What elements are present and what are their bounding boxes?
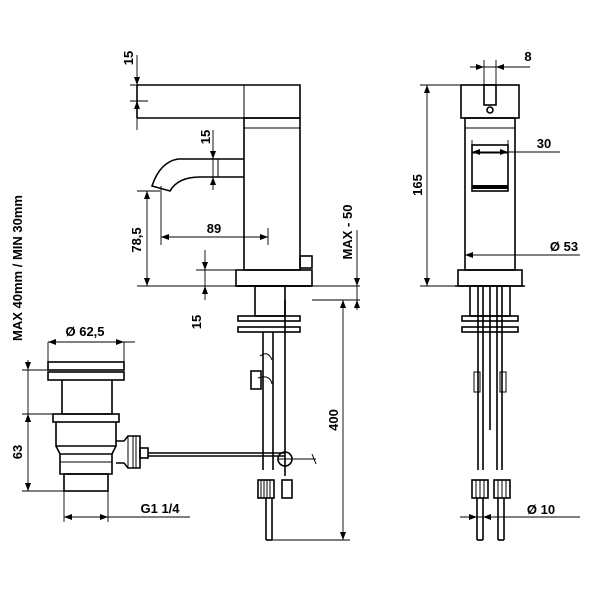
mixer-lever (137, 84, 301, 119)
dim-handle-width: 8 (524, 49, 531, 64)
dim-spout-thickness: 15 (121, 51, 136, 65)
front-base (457, 269, 523, 287)
dim-base-thickness: 15 (189, 315, 204, 329)
dim-body-diameter: Ø 53 (550, 239, 578, 254)
dim-spout-reach: 89 (207, 221, 221, 236)
dim-body-height: 165 (410, 174, 425, 196)
mixer-front-view (455, 84, 525, 541)
fixing-washer (237, 315, 301, 322)
dim-handle-slot: 30 (537, 136, 551, 151)
dim-hose-length: 400 (326, 409, 341, 431)
dimension-lines (22, 55, 580, 541)
dim-spout-height: 78,5 (129, 227, 144, 252)
front-body (464, 117, 516, 271)
dim-waste-thread: G1 1/4 (140, 501, 180, 516)
dimension-labels: 15 15 78,5 89 15 MAX - 50 400 8 30 165 Ø… (10, 49, 578, 517)
mixer-body (243, 117, 301, 271)
dim-hose-diameter: Ø 10 (527, 502, 555, 517)
waste-assembly (47, 361, 285, 492)
waste-flange (47, 361, 125, 371)
dim-deck-max: MAX - 50 (340, 205, 355, 260)
dim-outlet-drop: 15 (198, 130, 213, 144)
mixer-side-view (136, 84, 317, 541)
fixing-nut (237, 326, 301, 333)
dim-waste-head-diameter: Ø 62,5 (65, 324, 104, 339)
mixer-base (235, 269, 313, 287)
mixer-spout (150, 158, 244, 192)
mixer-shank (254, 285, 286, 317)
dim-waste-height: 63 (10, 445, 25, 459)
dim-basin-thickness: MAX 40mm / MIN 30mm (10, 195, 25, 341)
diverter-knob (299, 255, 313, 269)
